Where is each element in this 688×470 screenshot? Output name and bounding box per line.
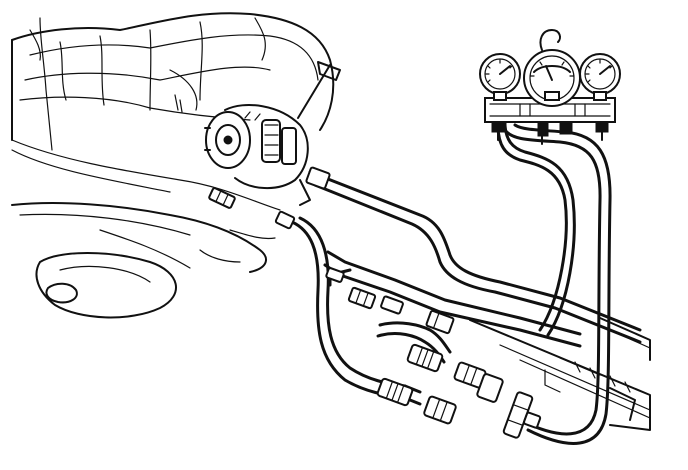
test-hoses (290, 123, 612, 445)
high-side-gauge (579, 53, 621, 101)
t-fitting (502, 391, 542, 439)
underbody (11, 202, 276, 319)
fuel-filter (204, 61, 341, 206)
fuel-tank (11, 12, 335, 211)
chassis-frame (469, 317, 651, 431)
gauge-manifold (479, 29, 621, 145)
fuel-lines (308, 170, 642, 348)
low-side-gauge (479, 53, 521, 101)
center-gauge (523, 49, 581, 107)
quick-connect-fittings (208, 166, 504, 425)
